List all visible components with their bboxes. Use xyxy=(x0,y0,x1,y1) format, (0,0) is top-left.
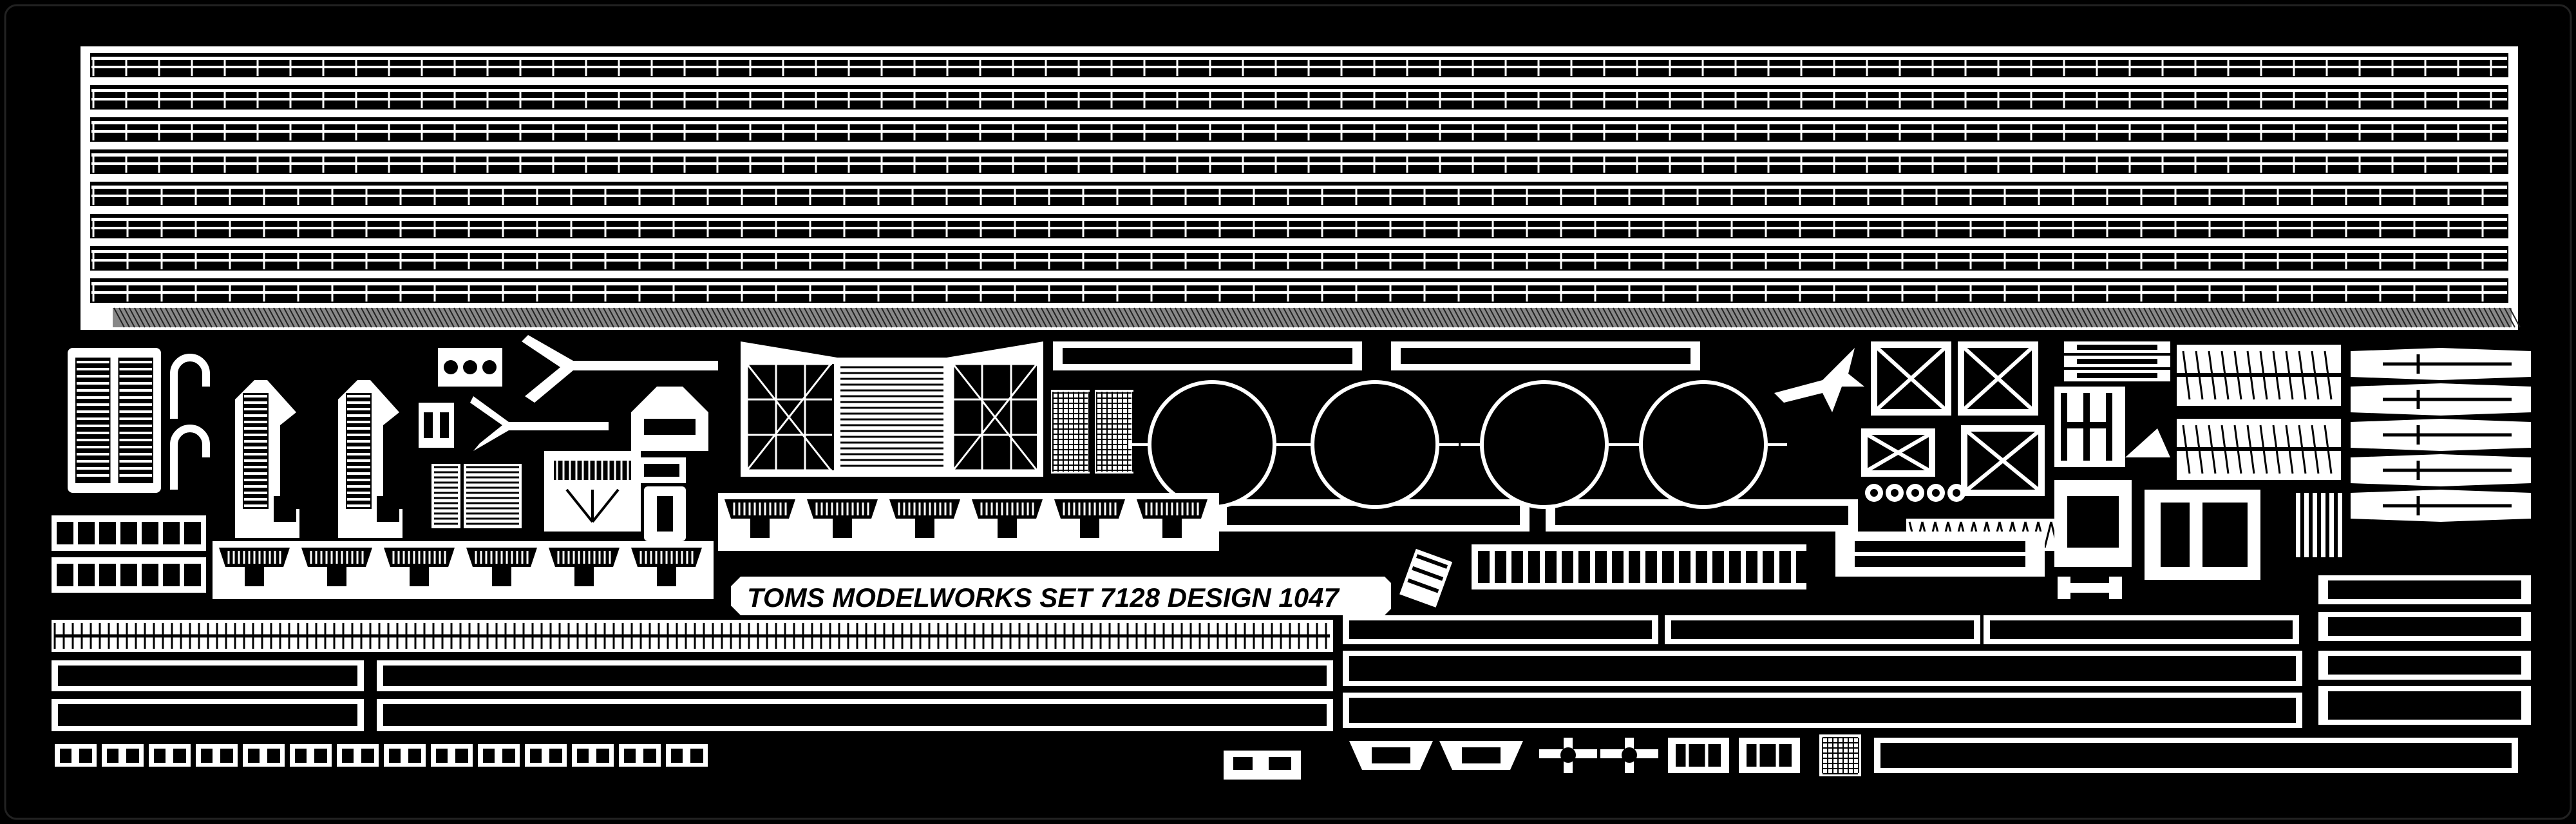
cell-grid xyxy=(52,515,206,551)
right-side-parts xyxy=(1774,341,2531,725)
cell-grid xyxy=(52,557,206,593)
railing-strip xyxy=(90,149,2508,174)
x-frame-panel xyxy=(1958,341,2038,416)
clamp-part xyxy=(1439,741,1523,770)
hook-part xyxy=(170,425,210,490)
slanted-ladder-2 xyxy=(338,380,402,538)
railing-strip xyxy=(90,278,2508,303)
maker-label-text: TOMS MODELWORKS SET 7128 DESIGN 1047 xyxy=(747,582,1340,613)
triple-ring-plate xyxy=(438,348,502,387)
railing-bracket-row xyxy=(718,493,1219,551)
spike-row xyxy=(2177,419,2341,480)
railing-strips xyxy=(80,46,2521,330)
railing-bracket-row xyxy=(213,541,714,599)
mesh-square xyxy=(1051,390,1090,474)
railing-strip xyxy=(90,117,2508,142)
machinery-part xyxy=(2145,490,2260,580)
fret-edge xyxy=(4,4,2572,820)
small-tabs xyxy=(419,403,454,448)
h-frame-part xyxy=(2054,387,2125,467)
connector-part xyxy=(2064,356,2170,367)
hangar-panel xyxy=(741,341,1043,477)
bridge-part xyxy=(544,451,641,532)
arrow-part xyxy=(2351,383,2531,416)
arrow-part xyxy=(2351,419,2531,451)
cross-part xyxy=(1600,738,1658,773)
window-grid-strip xyxy=(1472,544,1808,589)
misc-parts xyxy=(419,335,1858,608)
door-part xyxy=(644,486,686,541)
rotated-gadget xyxy=(1399,548,1453,608)
circular-parts xyxy=(1128,380,1787,509)
strip-plate xyxy=(1343,615,1658,644)
strip-plate xyxy=(377,699,1333,731)
clip-row xyxy=(55,744,708,767)
railing-strip xyxy=(90,85,2508,110)
x-frame-panel xyxy=(1961,425,2045,496)
strip-plate xyxy=(1665,615,1980,644)
hook-part xyxy=(170,354,210,419)
side-plate xyxy=(2318,651,2531,680)
grating-part xyxy=(464,464,522,528)
pin-row xyxy=(2296,493,2342,557)
barrel-part xyxy=(1739,738,1800,773)
cross-part xyxy=(1539,738,1597,773)
railing-strip xyxy=(90,53,2508,77)
arrow-part xyxy=(2351,490,2531,522)
arrow-part xyxy=(2351,348,2531,380)
mesh-square xyxy=(1819,734,1861,776)
x-frame-panel xyxy=(1861,428,1935,477)
connector-part xyxy=(2064,370,2170,381)
side-plate xyxy=(2318,686,2531,725)
ladder-rack xyxy=(68,348,161,493)
connector-part xyxy=(2064,341,2170,353)
bottom-parts xyxy=(52,493,2518,780)
maker-label: TOMS MODELWORKS SET 7128 DESIGN 1047 xyxy=(731,577,1391,615)
railing-strip xyxy=(90,182,2508,206)
mesh-square xyxy=(1095,390,1133,474)
grating-part xyxy=(431,464,460,528)
y-antenna-1 xyxy=(522,335,718,403)
strip-plate xyxy=(1343,693,2302,728)
barrel-part xyxy=(1668,738,1729,773)
strip-plate xyxy=(1874,738,2518,773)
strip-plate xyxy=(1343,651,2302,686)
aircraft-part xyxy=(1774,348,1864,412)
mesh-strip-long xyxy=(52,620,1333,652)
dumbbell-part xyxy=(2058,577,2122,599)
circular-part xyxy=(1639,380,1768,509)
ladder-racks xyxy=(68,348,402,538)
hinge-pair xyxy=(1224,751,1301,780)
triangle-part xyxy=(2125,428,2170,457)
circular-part xyxy=(1480,380,1609,509)
strip-plate xyxy=(52,699,364,731)
strip-plate xyxy=(1984,615,2299,644)
strip-plate xyxy=(52,660,364,691)
gear-row xyxy=(1865,484,1965,502)
railing-strip xyxy=(90,246,2508,271)
railing-strip xyxy=(90,214,2508,238)
strip-plate xyxy=(377,660,1333,691)
slanted-ladder-1 xyxy=(235,380,299,538)
house-part xyxy=(631,387,708,451)
circular-part xyxy=(1311,380,1439,509)
arrow-part xyxy=(2351,454,2531,486)
y-antenna-2 xyxy=(470,396,609,451)
side-plate xyxy=(2318,575,2531,604)
circular-part xyxy=(1148,380,1276,509)
side-plate xyxy=(2318,612,2531,641)
clamp-part xyxy=(1349,741,1433,770)
x-frame-panel xyxy=(1871,341,1951,416)
spike-row xyxy=(2177,345,2341,406)
